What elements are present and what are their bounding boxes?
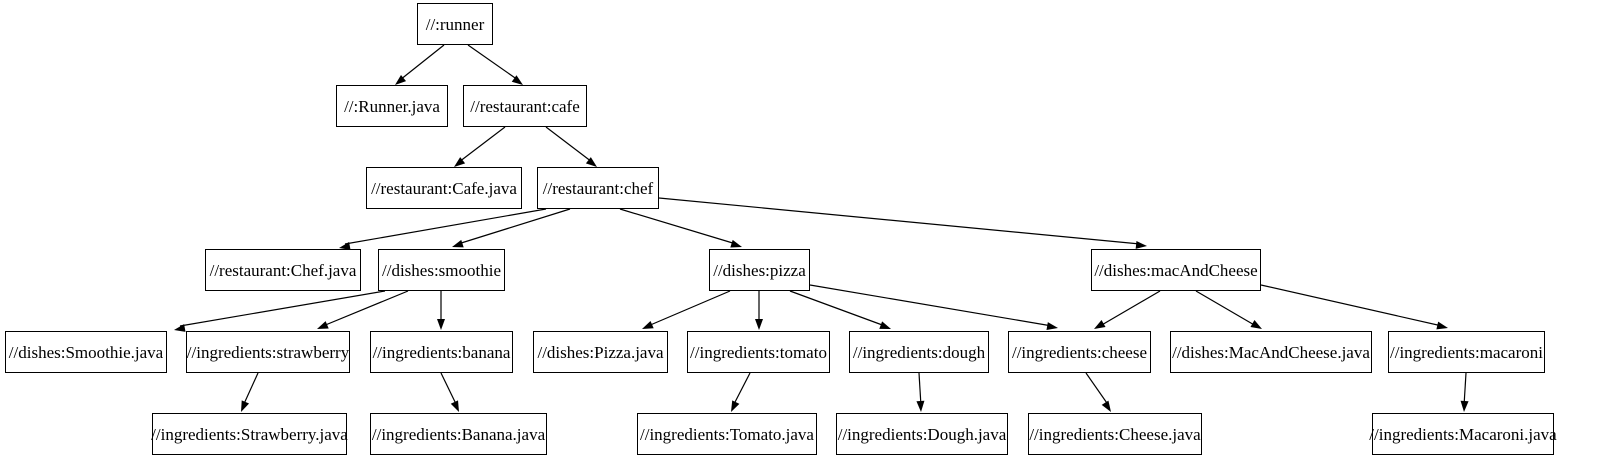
graph-node-label: //:Runner.java (344, 96, 440, 116)
graph-node-label: //ingredients:dough (852, 342, 986, 362)
graph-node-label: //dishes:macAndCheese (1094, 260, 1258, 280)
graph-node-restaurant_cafe[interactable]: //restaurant:cafe (463, 85, 587, 127)
graph-node-tomato_java[interactable]: //ingredients:Tomato.java (637, 413, 817, 455)
graph-node-mac_java[interactable]: //dishes:MacAndCheese.java (1170, 331, 1372, 373)
graph-node-ing_strawberry[interactable]: //ingredients:strawberry (186, 331, 350, 373)
graph-node-label: //ingredients:cheese (1011, 342, 1147, 362)
graph-node-dishes_smoothie[interactable]: //dishes:smoothie (378, 249, 505, 291)
graph-node-label: //ingredients:macaroni (1390, 342, 1543, 362)
graph-node-label: //restaurant:cafe (470, 96, 580, 116)
graph-node-banana_java[interactable]: //ingredients:Banana.java (370, 413, 547, 455)
graph-node-label: //restaurant:chef (542, 178, 654, 198)
graph-node-label: //ingredients:tomato (690, 342, 827, 362)
graph-node-label: //ingredients:Strawberry.java (151, 424, 348, 444)
graph-node-cafe_java[interactable]: //restaurant:Cafe.java (366, 167, 522, 209)
graph-node-label: //:runner (425, 14, 485, 34)
graph-node-label: //dishes:Smoothie.java (8, 342, 164, 362)
graph-node-ing_cheese[interactable]: //ingredients:cheese (1008, 331, 1151, 373)
graph-node-label: //ingredients:banana (372, 342, 511, 362)
graph-node-label: //ingredients:Cheese.java (1029, 424, 1201, 444)
graph-node-label: //dishes:smoothie (382, 260, 501, 280)
graph-node-ing_banana[interactable]: //ingredients:banana (370, 331, 513, 373)
graph-node-runner[interactable]: //:runner (417, 3, 493, 45)
graph-node-macaroni_java[interactable]: //ingredients:Macaroni.java (1369, 413, 1557, 455)
graph-node-label: //dishes:Pizza.java (537, 342, 664, 362)
graph-node-label: //dishes:MacAndCheese.java (1172, 342, 1370, 362)
graph-node-runner_java[interactable]: //:Runner.java (336, 85, 448, 127)
graph-node-label: //ingredients:Banana.java (371, 424, 546, 444)
graph-node-label: //dishes:pizza (713, 260, 806, 280)
graph-node-label: //ingredients:Tomato.java (640, 424, 814, 444)
graph-node-ing_macaroni[interactable]: //ingredients:macaroni (1388, 331, 1545, 373)
graph-node-label: //ingredients:strawberry (186, 342, 350, 362)
graph-node-dishes_pizza[interactable]: //dishes:pizza (709, 249, 810, 291)
graph-node-pizza_java[interactable]: //dishes:Pizza.java (533, 331, 668, 373)
graph-node-chef_java[interactable]: //restaurant:Chef.java (205, 249, 361, 291)
graph-node-cheese_java[interactable]: //ingredients:Cheese.java (1028, 413, 1202, 455)
graph-node-dishes_mac[interactable]: //dishes:macAndCheese (1091, 249, 1261, 291)
graph-node-restaurant_chef[interactable]: //restaurant:chef (537, 167, 659, 209)
graph-node-label: //ingredients:Macaroni.java (1369, 424, 1557, 444)
graph-node-label: //restaurant:Cafe.java (371, 178, 517, 198)
graph-node-strawberry_java[interactable]: //ingredients:Strawberry.java (151, 413, 348, 455)
graph-node-label: //restaurant:Chef.java (209, 260, 357, 280)
graph-node-smoothie_java[interactable]: //dishes:Smoothie.java (5, 331, 167, 373)
graph-node-ing_tomato[interactable]: //ingredients:tomato (687, 331, 830, 373)
graph-node-dough_java[interactable]: //ingredients:Dough.java (836, 413, 1008, 455)
graph-node-label: //ingredients:Dough.java (837, 424, 1007, 444)
graph-node-ing_dough[interactable]: //ingredients:dough (849, 331, 989, 373)
